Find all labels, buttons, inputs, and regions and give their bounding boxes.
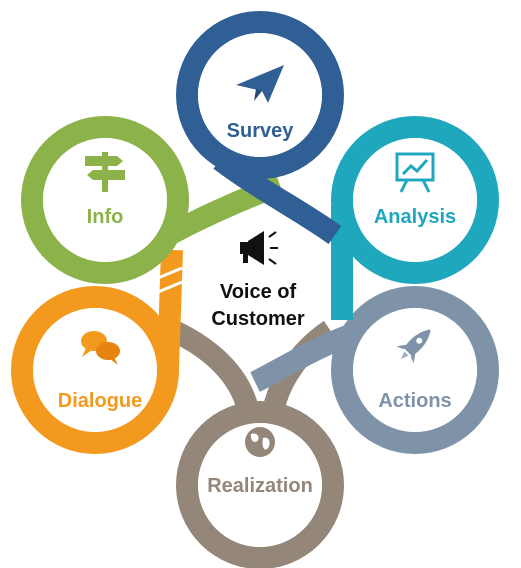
- actions-loop: [331, 286, 499, 454]
- presentation-chart-icon: [395, 152, 435, 193]
- ribbon-layer: [11, 11, 499, 568]
- speech-bubbles-icon: [81, 331, 120, 365]
- petal-label-actions: Actions: [378, 390, 451, 412]
- survey-loop: [176, 11, 344, 179]
- survey-ribbon: [213, 151, 342, 244]
- petal-label-analysis: Analysis: [374, 206, 456, 228]
- dialogue-ribbon: [157, 249, 183, 371]
- petal-label-dialogue: Dialogue: [58, 390, 142, 412]
- megaphone-icon: [240, 231, 278, 265]
- petal-label-survey: Survey: [227, 120, 295, 142]
- center-title-line2: Customer: [211, 308, 305, 330]
- petal-label-info: Info: [87, 206, 124, 228]
- paper-plane-icon: [236, 65, 284, 103]
- signpost-icon: [85, 152, 125, 192]
- info-loop: [21, 116, 189, 284]
- rocket-icon: [396, 329, 431, 364]
- globe-icon: [245, 427, 275, 457]
- petal-label-realization: Realization: [207, 475, 313, 497]
- analysis-loop: [331, 116, 499, 284]
- loop-interiors: [33, 33, 477, 547]
- realization-loop: [176, 401, 344, 568]
- actions-ribbon: [250, 324, 354, 392]
- ribbon-stripes: [157, 266, 183, 294]
- center-title-line1: Voice of: [220, 281, 297, 303]
